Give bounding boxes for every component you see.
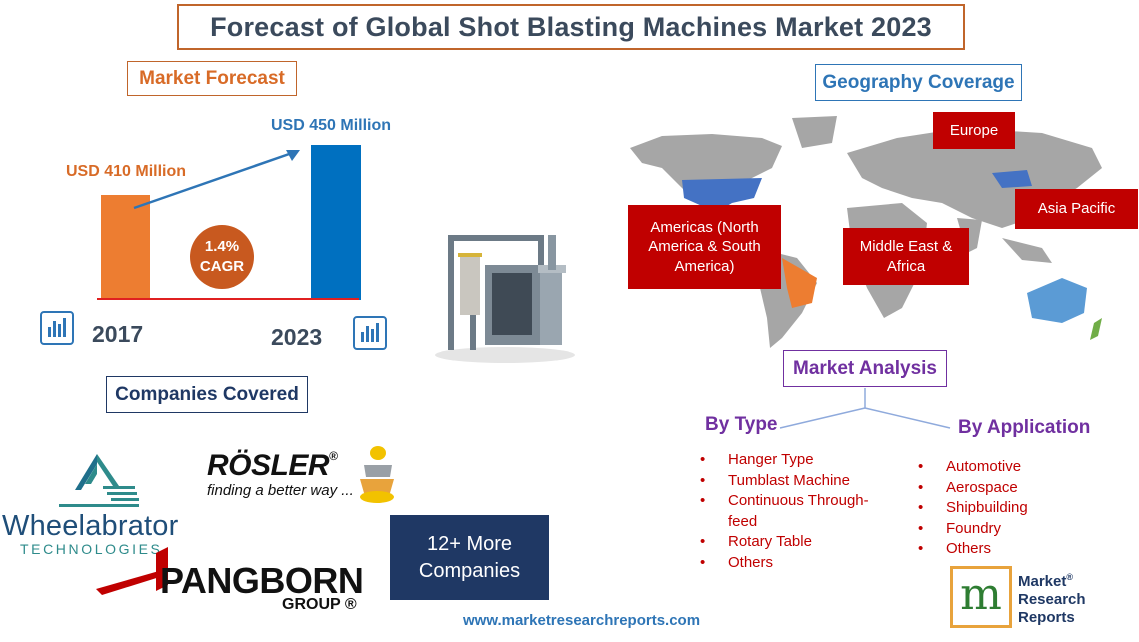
by-type-list: Hanger Type Tumblast Machine Continuous …: [700, 450, 890, 573]
more-companies-box: 12+ More Companies: [390, 515, 549, 600]
list-item: Foundry: [918, 519, 1078, 540]
by-application-list: Automotive Aerospace Shipbuilding Foundr…: [918, 457, 1078, 560]
by-type-heading: By Type: [705, 414, 778, 435]
wheelabrator-name: Wheelabrator: [2, 510, 179, 542]
value-2017: USD 410 Million: [66, 163, 187, 180]
analysis-connector: [779, 388, 951, 429]
wheelabrator-logo-icon: [59, 454, 139, 507]
mrr-logo-text: Market® Research Reports: [1018, 572, 1086, 626]
pangborn-group: GROUP ®: [282, 596, 357, 613]
rosler-name: RÖSLER®: [207, 449, 338, 482]
pangborn-logo-icon: [96, 547, 168, 595]
chart-baseline: [97, 298, 359, 300]
market-analysis-label: Market Analysis: [783, 350, 947, 387]
rosler-registered-mark: ®: [329, 449, 338, 463]
mrr-logo-mark: m: [950, 566, 1012, 628]
cagr-label: CAGR: [199, 258, 245, 275]
companies-covered-label: Companies Covered: [106, 376, 308, 413]
growth-arrow: [133, 150, 300, 210]
shot-blasting-machine-image: [435, 235, 575, 363]
geography-coverage-label: Geography Coverage: [815, 64, 1022, 101]
rosler-logo-icon: [360, 446, 394, 503]
bar-2017: [101, 195, 150, 300]
list-item: Continuous Through-feed: [700, 491, 890, 532]
list-item: Others: [700, 553, 890, 574]
rosler-tagline: finding a better way ...: [207, 482, 354, 499]
list-item: Automotive: [918, 457, 1078, 478]
cagr-value: 1.4%: [204, 237, 240, 255]
region-europe: Europe: [933, 112, 1015, 149]
list-item: Shipbuilding: [918, 498, 1078, 519]
region-americas: Americas (North America & South America): [628, 205, 781, 289]
list-item: Others: [918, 539, 1078, 560]
bar-2023: [311, 145, 361, 300]
year-2017: 2017: [92, 321, 144, 347]
year-2023: 2023: [271, 324, 323, 350]
list-item: Hanger Type: [700, 450, 890, 471]
region-asia-pacific: Asia Pacific: [1015, 189, 1138, 229]
pangborn-name: PANGBORN: [160, 560, 364, 601]
list-item: Aerospace: [918, 478, 1078, 499]
region-middle-east-africa: Middle East & Africa: [843, 228, 969, 285]
value-2023: USD 450 Million: [271, 117, 392, 134]
bar-chart-icon: [353, 316, 387, 350]
market-forecast-label: Market Forecast: [127, 61, 297, 96]
list-item: Rotary Table: [700, 532, 890, 553]
page-title: Forecast of Global Shot Blasting Machine…: [177, 4, 965, 50]
wheelabrator-subtitle: TECHNOLOGIES: [20, 541, 163, 557]
footer-url[interactable]: www.marketresearchreports.com: [463, 612, 701, 629]
by-application-heading: By Application: [958, 417, 1091, 438]
cagr-badge: 1.4% CAGR: [190, 225, 254, 289]
mrr-logo-letter: m: [960, 569, 1002, 620]
bar-chart-icon: [40, 311, 74, 345]
list-item: Tumblast Machine: [700, 471, 890, 492]
mrr-registered-mark: ®: [1066, 572, 1073, 582]
